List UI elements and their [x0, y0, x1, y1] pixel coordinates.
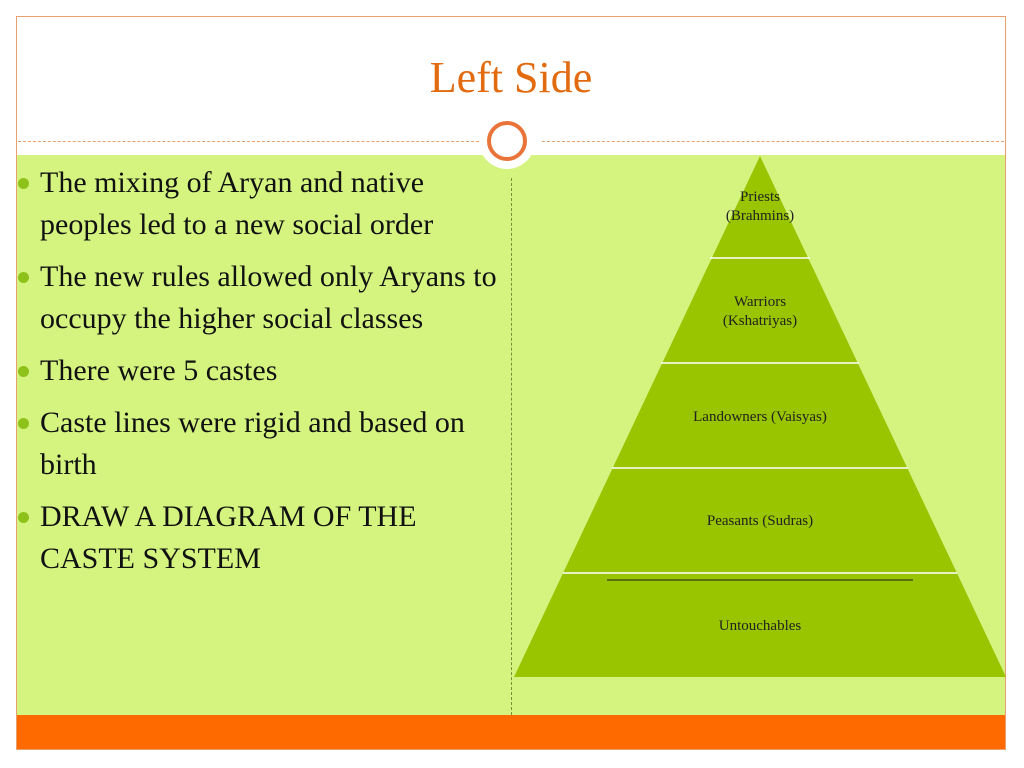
- bullet-item: Caste lines were rigid and based on birt…: [18, 402, 498, 486]
- bullet-text: Caste lines were rigid and based on birt…: [40, 406, 465, 481]
- column-divider: [511, 178, 512, 715]
- bullet-list: The mixing of Aryan and native peoples l…: [18, 162, 498, 590]
- level-5-label: Untouchables: [719, 618, 802, 634]
- bullet-item: DRAW A DIAGRAM OF THE CASTE SYSTEM: [18, 496, 498, 580]
- bullet-dot-icon: [18, 512, 29, 523]
- level-1-line-1: Priests: [740, 189, 780, 205]
- bullet-dot-icon: [18, 178, 29, 189]
- bullet-dot-icon: [18, 366, 29, 377]
- bullet-text: The new rules allowed only Aryans to occ…: [40, 260, 497, 335]
- bullet-dot-icon: [18, 272, 29, 283]
- level-4-label: Peasants (Sudras): [707, 513, 813, 529]
- level-1-line-2: (Brahmins): [726, 208, 794, 224]
- footer-bar: [17, 715, 1005, 749]
- title-rule-left: [18, 141, 484, 142]
- level-2-line-1: Warriors: [734, 294, 786, 310]
- circle-ornament-ring: [487, 121, 527, 161]
- level-2-line-2: (Kshatriyas): [723, 313, 797, 329]
- level-3-label: Landowners (Vaisyas): [693, 409, 827, 425]
- slide-title: Left Side: [429, 53, 593, 102]
- pyramid-shape: [514, 156, 1006, 677]
- bullet-text: There were 5 castes: [40, 354, 278, 387]
- bullet-item: There were 5 castes: [18, 350, 498, 392]
- bullet-item: The mixing of Aryan and native peoples l…: [18, 162, 498, 246]
- bullet-dot-icon: [18, 418, 29, 429]
- bullet-text: DRAW A DIAGRAM OF THE CASTE SYSTEM: [40, 500, 417, 575]
- bullet-item: The new rules allowed only Aryans to occ…: [18, 256, 498, 340]
- bullet-text: The mixing of Aryan and native peoples l…: [40, 166, 434, 241]
- title-rule-right: [542, 141, 1004, 142]
